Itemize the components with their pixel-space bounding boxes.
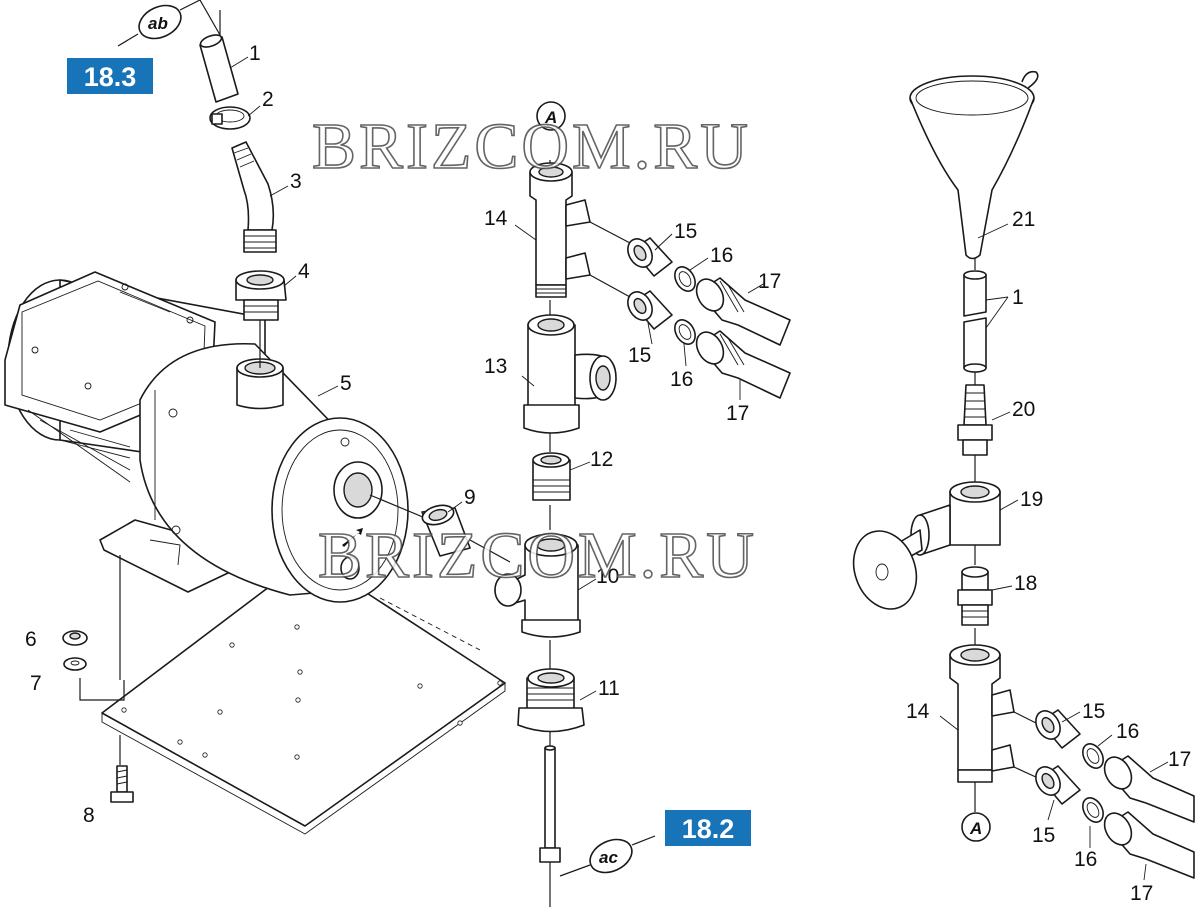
callout-6: 6	[25, 628, 37, 651]
callout-2: 2	[262, 88, 274, 111]
connector-ab-label: ab	[148, 14, 168, 33]
seal-16-right-upper	[1082, 743, 1104, 769]
hose-connector-17-right-upper	[1103, 755, 1195, 823]
callout-17-right-upper: 17	[1168, 748, 1191, 771]
nipple-9	[421, 504, 471, 557]
washer-7	[63, 657, 87, 671]
valve-19	[852, 481, 1001, 610]
nipple-18	[957, 566, 993, 626]
callout-17-center-upper: 17	[758, 270, 781, 293]
callout-21: 21	[1012, 208, 1035, 231]
reference-18-2: 18.2	[682, 814, 735, 844]
callout-15-center-upper: 15	[674, 220, 697, 243]
callout-20: 20	[1012, 398, 1035, 421]
tee-fitting-14-center	[529, 162, 591, 298]
connector-ab: ab	[117, 0, 221, 47]
pump-motor-assembly	[4, 271, 409, 603]
hose-1-right	[963, 270, 987, 373]
bolt-8	[110, 765, 134, 803]
elbow-10	[494, 533, 581, 638]
callout-15-right-lower: 15	[1032, 824, 1055, 847]
seal-16-center-lower	[674, 319, 696, 345]
callout-14-center: 14	[484, 207, 508, 230]
callout-15-right-upper: 15	[1082, 700, 1105, 723]
nut-6	[62, 630, 88, 646]
connector-a-bottom: A	[961, 812, 991, 842]
callout-19: 19	[1020, 488, 1043, 511]
callout-15-center-lower: 15	[628, 344, 651, 367]
sensor-rod	[539, 745, 561, 863]
adapter-15-right-upper	[1035, 709, 1081, 749]
callout-16-right-lower: 16	[1074, 848, 1097, 871]
adapter-15-center-lower	[627, 290, 673, 330]
connector-a-top: A	[536, 101, 566, 131]
callout-7: 7	[30, 672, 42, 695]
connector-a-top-label: A	[544, 108, 557, 127]
callout-16-center-lower: 16	[670, 368, 693, 391]
reducer-4	[235, 270, 287, 321]
hose-clamp-2	[209, 106, 251, 130]
callout-10: 10	[596, 565, 619, 588]
callout-1-left: 1	[249, 42, 261, 65]
watermark-middle: BRIZCOM.RU	[318, 519, 757, 592]
reference-box-top: 18.3	[67, 58, 153, 94]
adapter-15-right-lower	[1035, 765, 1081, 805]
callout-16-right-upper: 16	[1116, 720, 1139, 743]
callout-9: 9	[464, 486, 476, 509]
tee-fitting-14-right	[949, 644, 1015, 783]
hose-connector-17-center-upper	[695, 277, 791, 346]
callout-5: 5	[340, 372, 352, 395]
reducer-11	[517, 668, 585, 733]
hose-connector-17-center-lower	[695, 330, 791, 399]
callout-numbers: 1 2 3 4 5 6 7 8 9 10 11 12 13 14 15 15 1…	[25, 42, 1191, 905]
callout-8: 8	[83, 804, 95, 827]
reference-18-3: 18.3	[84, 62, 137, 92]
connector-ac: ac	[559, 835, 656, 877]
hose-connector-17-right-lower	[1103, 811, 1195, 879]
callout-12: 12	[590, 448, 613, 471]
assembly-lines	[79, 10, 976, 907]
callout-18: 18	[1014, 572, 1037, 595]
connector-a-bottom-label: A	[969, 819, 982, 838]
callout-13: 13	[484, 355, 507, 378]
seal-16-right-lower	[1082, 797, 1104, 823]
tee-fitting-13	[523, 314, 617, 434]
nipple-12	[532, 452, 571, 501]
adapter-15-center-upper	[627, 237, 673, 277]
leader-lines	[229, 56, 1169, 881]
callout-11: 11	[598, 677, 620, 700]
callout-17-center-lower: 17	[726, 402, 749, 425]
callout-16-center-upper: 16	[710, 244, 733, 267]
connector-ac-label: ac	[599, 848, 618, 867]
funnel-21	[909, 70, 1039, 260]
callout-4: 4	[298, 260, 310, 283]
watermark-top: BRIZCOM.RU	[312, 110, 751, 183]
callout-1-right: 1	[1012, 286, 1024, 309]
callout-14-right: 14	[906, 700, 930, 723]
hose-nipple-20	[957, 384, 993, 456]
hose-1-left	[199, 34, 239, 103]
seal-16-center-upper	[674, 266, 696, 292]
base-plate	[101, 555, 506, 835]
callout-3: 3	[290, 170, 302, 193]
callout-17-right-lower: 17	[1130, 882, 1153, 905]
hose-nipple-3	[231, 141, 277, 253]
reference-box-bottom: 18.2	[665, 810, 751, 846]
